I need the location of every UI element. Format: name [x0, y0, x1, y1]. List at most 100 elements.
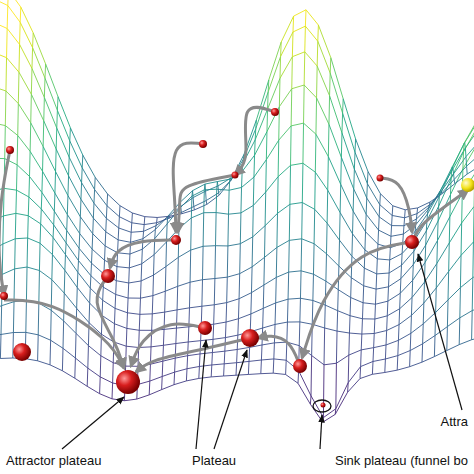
mesh-line [168, 216, 170, 218]
mesh-line [288, 298, 300, 300]
mesh-line [328, 124, 330, 156]
mesh-line [392, 225, 404, 226]
mesh-line [131, 213, 133, 223]
mesh-line [55, 193, 67, 214]
mesh-line [378, 217, 380, 230]
mesh-line [301, 203, 303, 239]
mesh-line [32, 33, 34, 48]
mesh-line [240, 187, 242, 212]
mesh-line [275, 322, 287, 324]
mesh-line [42, 146, 44, 171]
mesh-line [70, 141, 82, 168]
mesh-line [250, 293, 252, 314]
mesh-line [436, 241, 438, 264]
mesh-line [190, 218, 192, 250]
mesh-line [312, 274, 314, 300]
mesh-line [451, 169, 453, 178]
mesh-line [376, 259, 378, 274]
mesh-line [102, 300, 104, 315]
mesh-line [417, 205, 429, 214]
mesh-line [88, 346, 100, 356]
mesh-line [8, 6, 20, 23]
mesh-line [316, 134, 328, 156]
mesh-line [276, 272, 288, 277]
mesh-line [19, 22, 21, 44]
mesh-line [17, 165, 29, 177]
mesh-line [14, 269, 16, 302]
mesh-line [290, 126, 292, 165]
mesh-line [18, 104, 30, 123]
state-ball [293, 359, 307, 373]
mesh-line [69, 141, 71, 157]
mesh-line [80, 199, 82, 216]
mesh-line [422, 324, 424, 344]
mesh-line [15, 267, 27, 269]
mesh-line [80, 183, 82, 200]
mesh-line [62, 348, 64, 370]
mesh-line [227, 246, 229, 277]
mesh-line [224, 363, 236, 364]
mesh-line [30, 151, 42, 171]
mesh-line [374, 345, 386, 348]
mesh-line [29, 151, 31, 176]
mesh-line [50, 310, 52, 340]
mesh-line [361, 334, 363, 350]
mesh-line [226, 319, 238, 322]
mesh-line [402, 251, 414, 265]
mesh-line [410, 344, 422, 351]
mesh-line [186, 369, 188, 381]
mesh-line [56, 110, 58, 128]
mesh-line [78, 261, 90, 276]
mesh-line [411, 297, 413, 315]
mesh-line [251, 267, 253, 293]
mesh-line [143, 225, 145, 232]
mesh-line [187, 356, 189, 369]
mesh-line [386, 331, 388, 345]
mesh-line [218, 193, 220, 195]
mesh-line [45, 78, 57, 110]
mesh-line [387, 301, 389, 316]
mesh-line [388, 279, 400, 287]
mesh-line [338, 240, 340, 266]
mesh-line [349, 350, 361, 355]
mesh-line [223, 364, 225, 376]
mesh-line [16, 190, 28, 197]
mesh-line [379, 194, 381, 205]
mesh-line [229, 213, 241, 214]
mesh-line [375, 301, 387, 304]
mesh-line [330, 73, 342, 113]
mesh-line [140, 313, 152, 315]
mesh-line [179, 218, 191, 229]
mesh-line [154, 242, 166, 255]
mesh-line [199, 365, 211, 366]
mesh-line [81, 168, 83, 183]
mesh-line [114, 308, 116, 323]
mesh-line [251, 285, 263, 293]
mesh-line [57, 97, 59, 111]
mesh-line [198, 366, 200, 378]
mesh-line [177, 286, 179, 310]
state-ball [171, 235, 181, 245]
mesh-line [281, 16, 293, 42]
mesh-line [31, 94, 43, 121]
mesh-line [438, 196, 440, 206]
mesh-line [377, 244, 379, 259]
mesh-line [340, 213, 352, 234]
mesh-line [211, 375, 223, 377]
leader-line [320, 415, 322, 449]
mesh-line [302, 239, 314, 244]
mesh-line [327, 157, 329, 191]
mesh-line [376, 287, 388, 289]
mesh-line [398, 351, 410, 356]
mesh-line [422, 357, 434, 363]
mesh-line [119, 228, 131, 232]
mesh-line [291, 123, 303, 126]
mesh-line [67, 176, 69, 196]
mesh-line [290, 203, 302, 205]
mesh-line [464, 143, 466, 148]
annotation-label: Attra [439, 414, 470, 429]
mesh-line [140, 281, 142, 298]
mesh-line [237, 319, 239, 335]
mesh-line [328, 157, 340, 185]
mesh-line [366, 184, 368, 198]
